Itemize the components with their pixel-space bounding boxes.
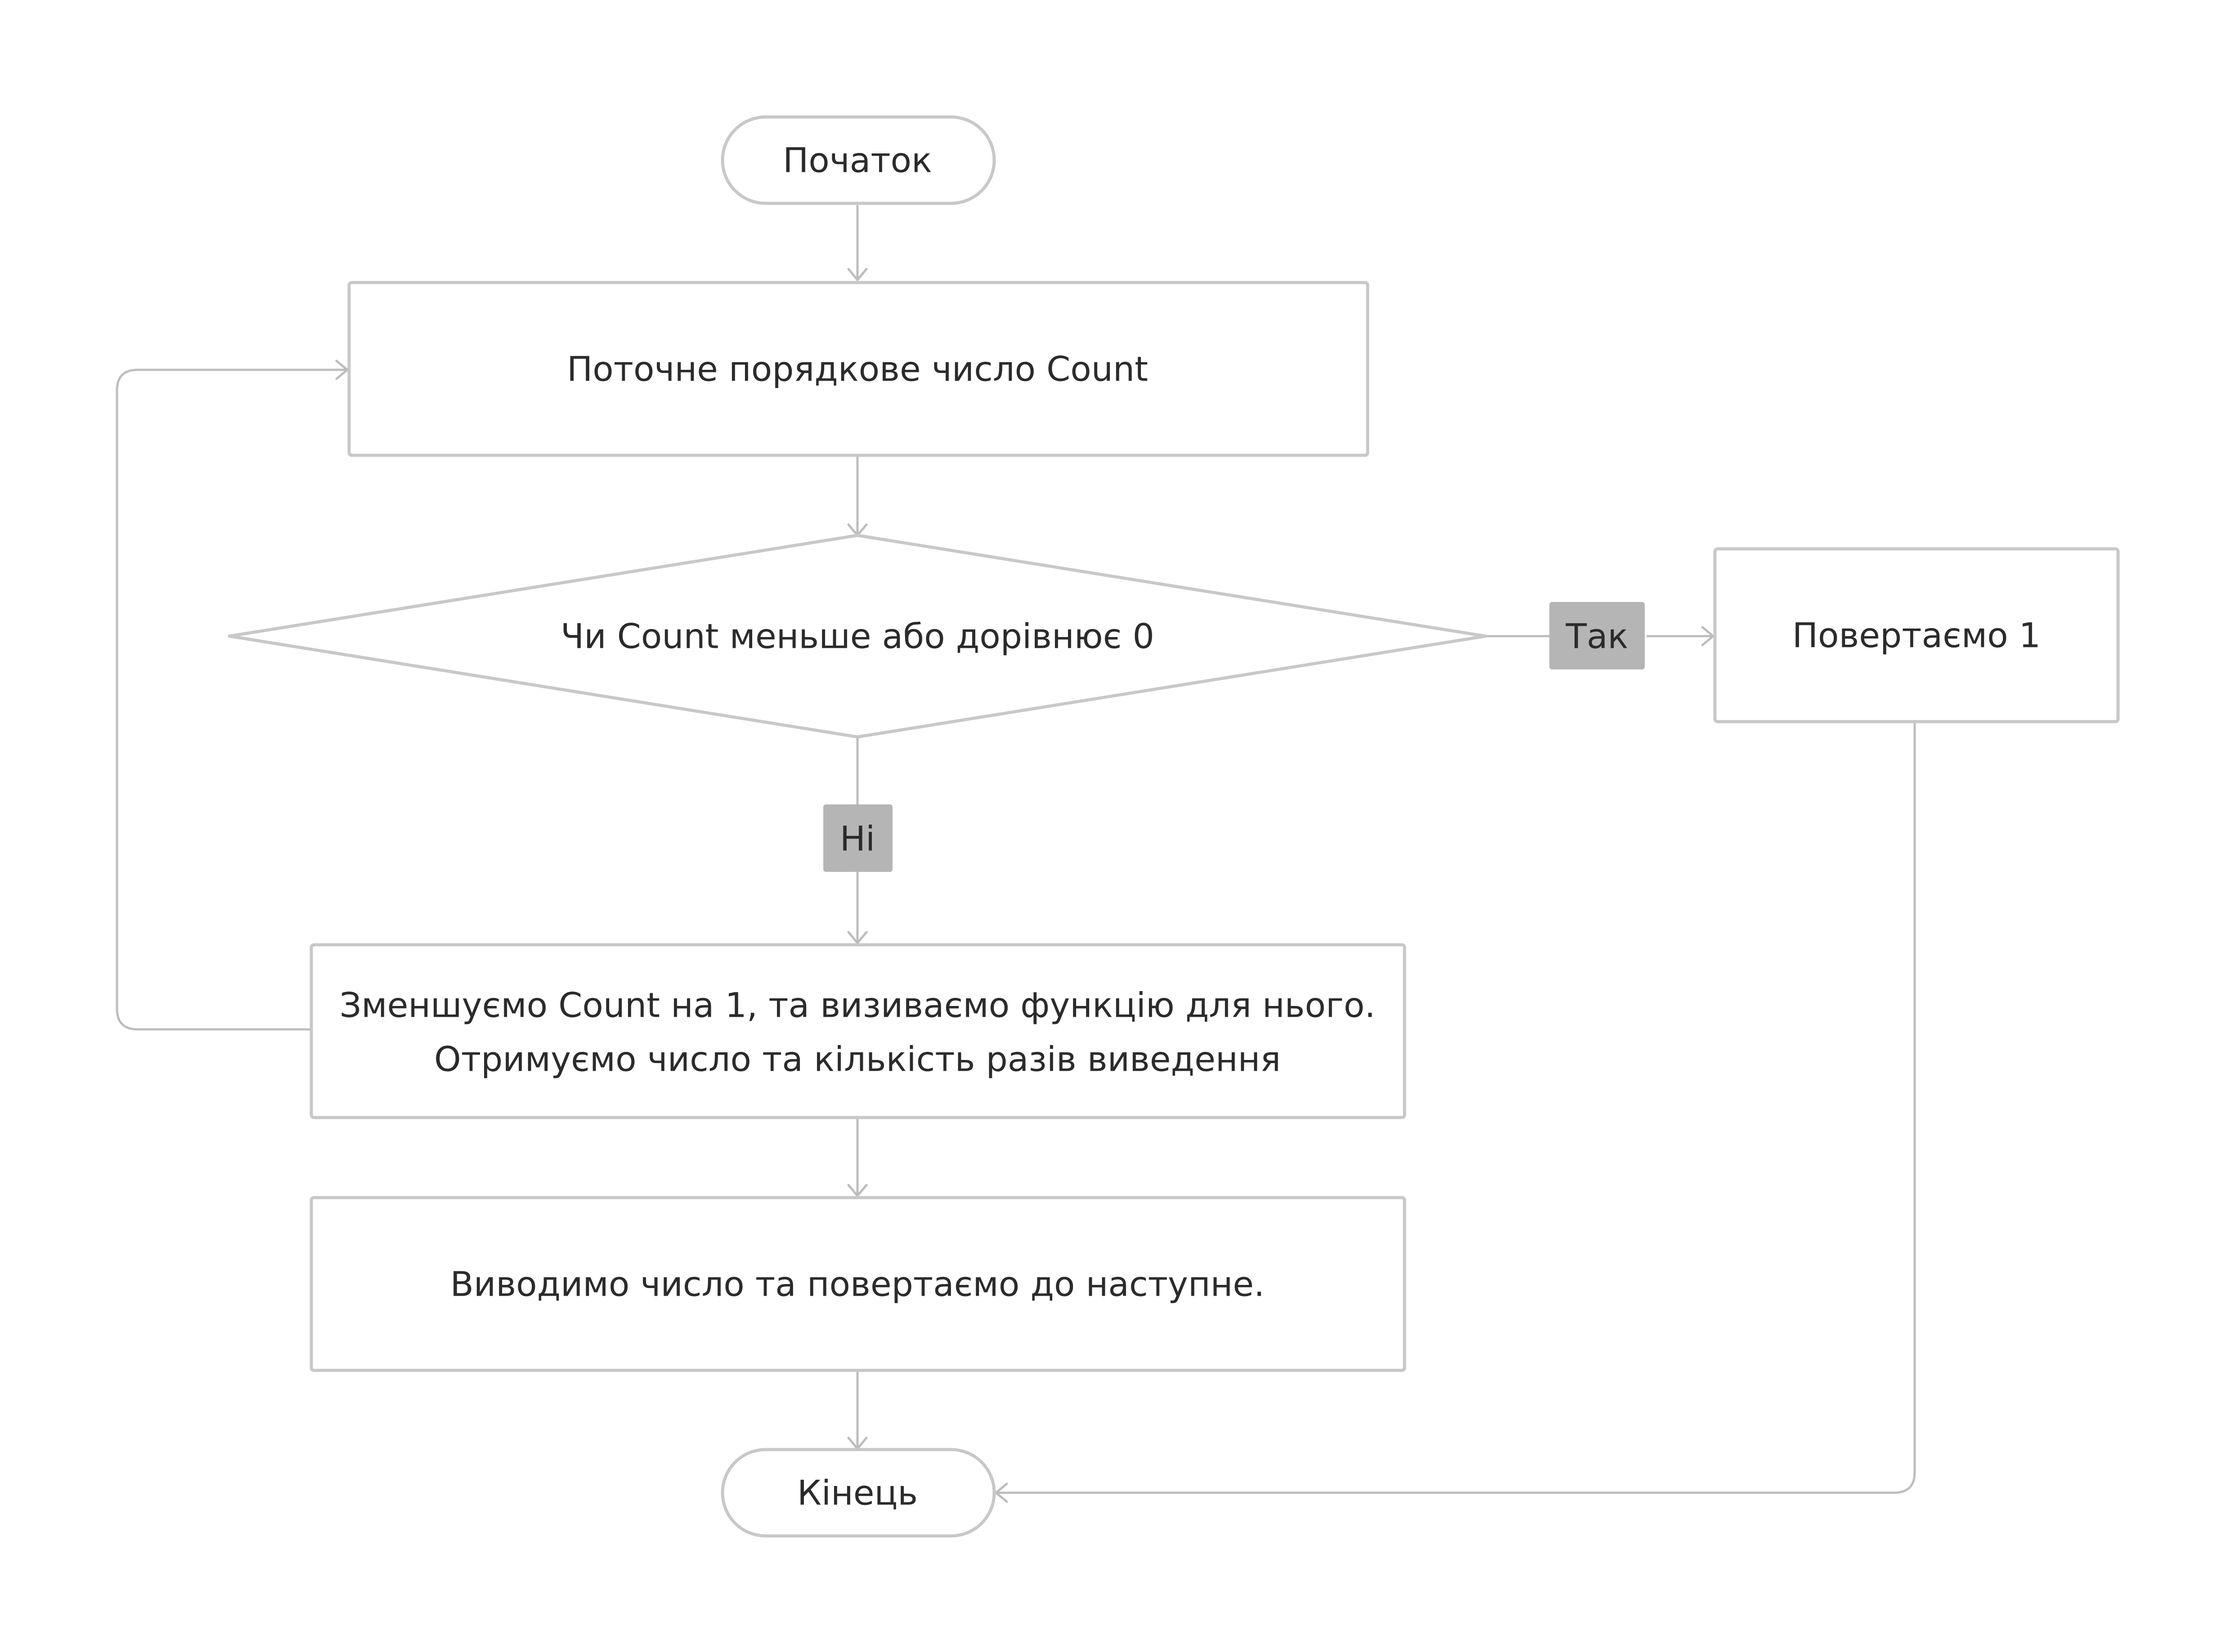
start-node-text: Початок	[783, 140, 932, 180]
end-node: Кінець	[721, 1448, 996, 1538]
start-node: Початок	[721, 115, 996, 205]
decrement-text-line1: Зменшуємо Count на 1, та визиваємо функц…	[340, 985, 1376, 1025]
edge-loop-back-to-current	[116, 359, 349, 1031]
output-text: Виводимо число та повертаємо до наступне…	[450, 1264, 1265, 1304]
edge-start-to-current	[847, 205, 868, 281]
decrement-node: Зменшуємо Count на 1, та визиваємо функц…	[310, 943, 1406, 1119]
no-branch-label: Ні	[823, 804, 893, 872]
current-count-node: Поточне порядкове число Count	[347, 281, 1369, 457]
yes-label-text: Так	[1566, 616, 1629, 656]
yes-branch-label: Так	[1549, 602, 1645, 669]
return-one-node: Повертаємо 1	[1713, 547, 2120, 723]
return-one-text: Повертаємо 1	[1792, 615, 2041, 655]
edge-return-to-end	[995, 721, 1916, 1503]
edge-decrement-to-output	[847, 1116, 868, 1197]
output-node: Виводимо число та повертаємо до наступне…	[310, 1196, 1406, 1372]
edge-decision-to-return	[1484, 626, 1714, 646]
decision-node: Чи Count меньше або дорівнює 0	[228, 534, 1487, 739]
edge-decision-to-decrement	[847, 736, 868, 944]
no-label-text: Ні	[840, 819, 875, 859]
decision-text: Чи Count меньше або дорівнює 0	[561, 616, 1154, 656]
edge-output-to-end	[847, 1369, 868, 1450]
edge-current-to-decision	[847, 455, 868, 537]
end-node-text: Кінець	[797, 1473, 918, 1513]
current-count-text: Поточне порядкове число Count	[567, 349, 1148, 389]
decrement-text-line2: Отримуємо число та кількість разів вивед…	[434, 1039, 1281, 1079]
